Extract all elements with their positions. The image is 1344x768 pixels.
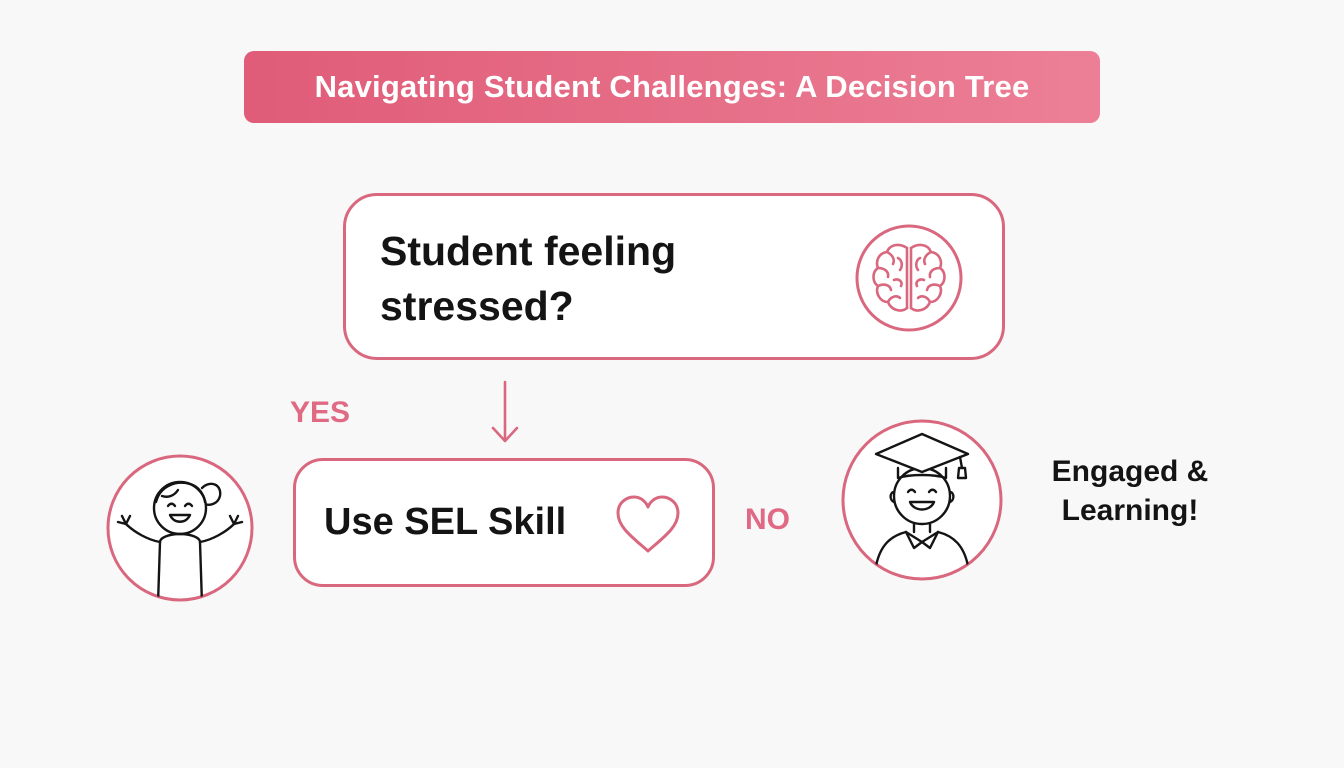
diagram-title: Navigating Student Challenges: A Decisio… — [314, 69, 1030, 104]
heart-icon — [612, 493, 684, 557]
cheering-student-icon — [104, 452, 256, 604]
title-banner: Navigating Student Challenges: A Decisio… — [244, 51, 1100, 123]
question-text: Student feeling stressed? — [380, 228, 677, 329]
action-text: Use SEL Skill — [324, 501, 567, 543]
action-node: Use SEL Skill — [293, 458, 715, 587]
down-arrow — [489, 378, 521, 444]
question-node: Student feeling stressed? — [343, 193, 1005, 360]
graduate-student-icon — [840, 418, 1004, 582]
yes-label: YES — [290, 396, 351, 429]
no-label: NO — [745, 503, 790, 536]
outcome-text: Engaged & Learning! — [1051, 455, 1209, 527]
brain-icon — [853, 222, 965, 334]
